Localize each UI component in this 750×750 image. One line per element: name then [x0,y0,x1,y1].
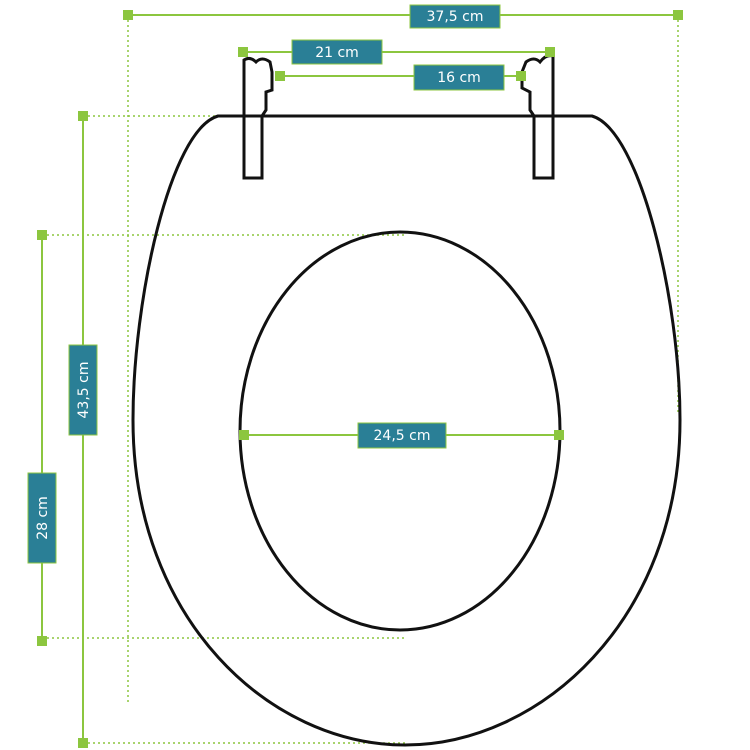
svg-text:43,5 cm: 43,5 cm [76,362,92,419]
label-total-width: 37,5 cm [409,4,501,29]
svg-text:28 cm: 28 cm [35,496,51,540]
svg-text:16 cm: 16 cm [437,70,481,86]
seat-outer [131,114,682,747]
dimension-labels: 37,5 cm 21 cm 16 cm 24,5 cm 43,5 cm 28 c… [27,4,505,564]
svg-text:21 cm: 21 cm [315,45,359,61]
label-opening-length: 28 cm [27,472,57,564]
svg-text:24,5 cm: 24,5 cm [374,428,431,444]
seat-outline [131,54,682,747]
svg-text:37,5 cm: 37,5 cm [427,9,484,25]
guide-lines [42,15,679,744]
label-opening-width: 24,5 cm [357,422,447,449]
label-hinge-outer: 21 cm [291,39,383,65]
label-hinge-inner: 16 cm [413,64,505,91]
hinge-left [242,56,274,180]
label-total-length: 43,5 cm [68,344,98,436]
